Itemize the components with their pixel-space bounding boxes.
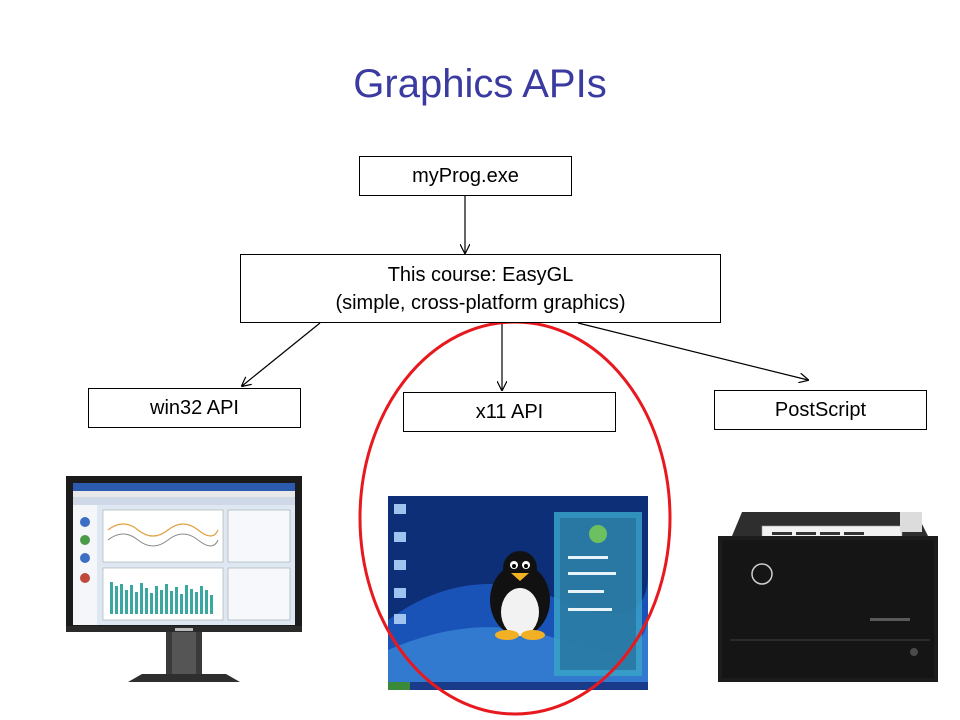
node-easygl-line1: This course: EasyGL	[387, 263, 574, 286]
windows-monitor-image	[66, 476, 302, 682]
node-postscript-label: PostScript	[774, 399, 867, 421]
node-win32-label: win32 API	[150, 397, 239, 419]
linux-desktop-image	[388, 496, 649, 690]
arrow-easygl-to-postscript	[577, 322, 808, 380]
node-easygl: This course: EasyGL (simple, cross-platf…	[240, 254, 721, 323]
node-myprog-label: myProg.exe	[412, 165, 519, 187]
node-win32: win32 API	[88, 388, 301, 428]
node-x11-label: x11 API	[475, 401, 544, 423]
node-myprog: myProg.exe	[359, 156, 572, 196]
node-postscript: PostScript	[714, 390, 927, 430]
node-easygl-line2: (simple, cross-platform graphics)	[335, 291, 626, 314]
slide-title: Graphics APIs	[353, 62, 607, 106]
laser-printer-image	[718, 512, 938, 682]
node-x11: x11 API	[403, 392, 616, 432]
arrow-easygl-to-win32	[242, 322, 321, 386]
